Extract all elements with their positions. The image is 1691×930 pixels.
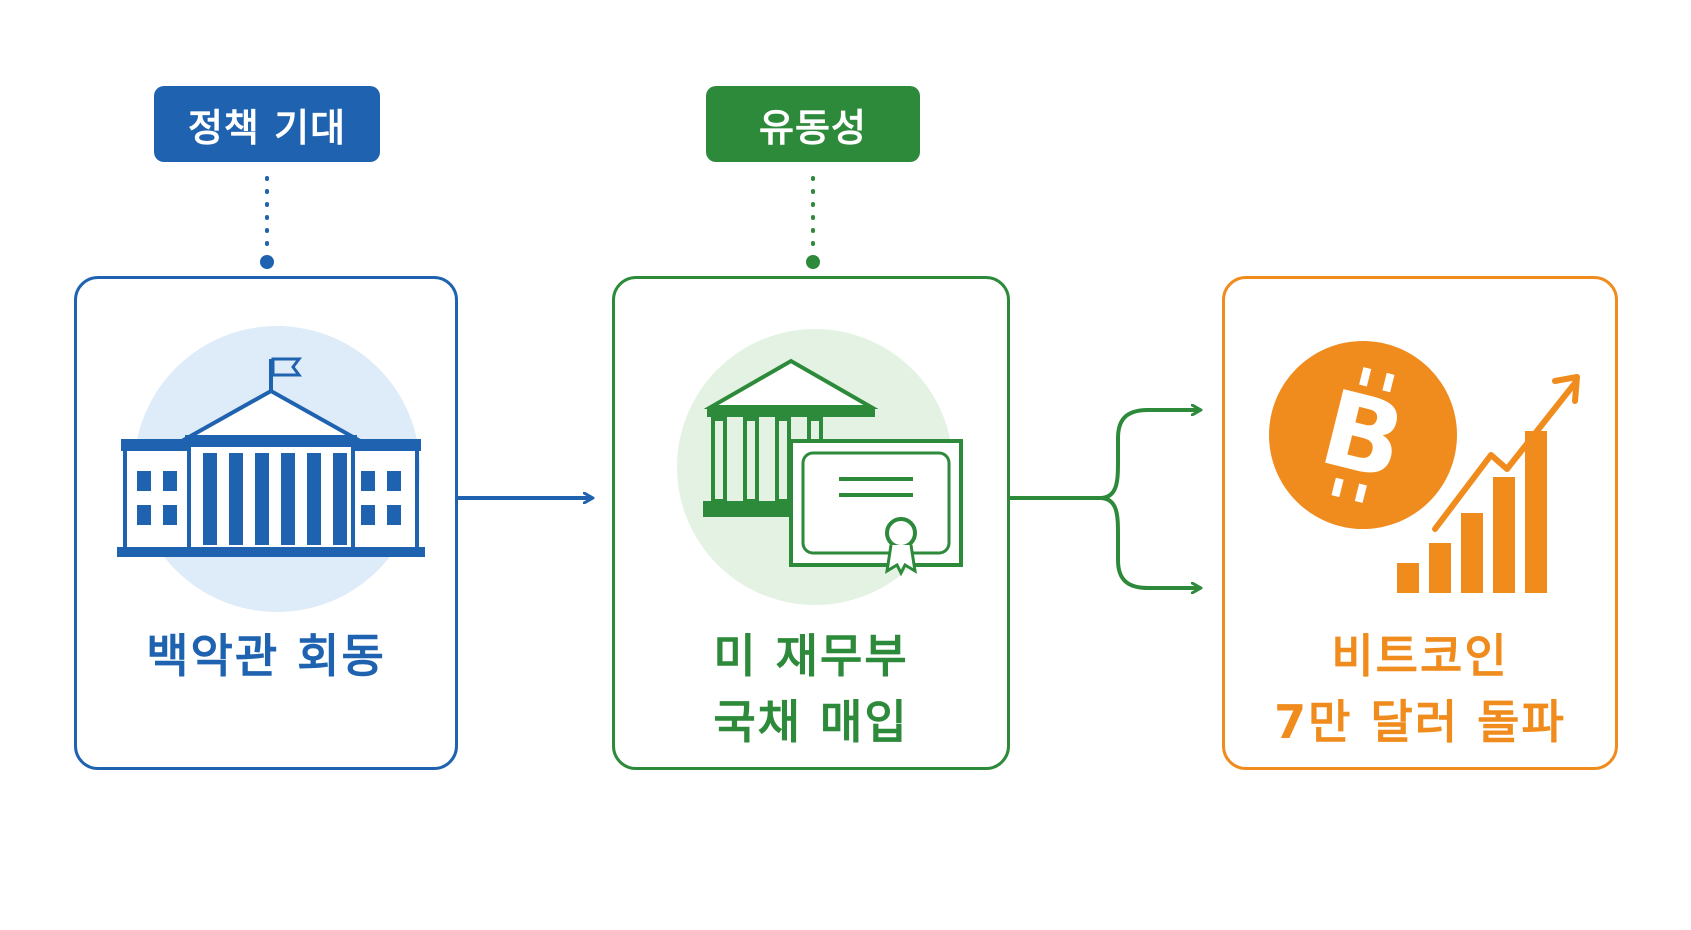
bar-chart-up-icon: [1397, 374, 1580, 593]
white-house-icon: [117, 326, 425, 612]
arrow-treasury-to-bitcoin-fork-lower: [1099, 496, 1200, 588]
arrow-treasury-to-bitcoin-fork: [1010, 410, 1200, 500]
bitcoin-art: B: [1269, 341, 1580, 593]
treasury-card: 미 재무부 국채 매입: [612, 276, 1010, 770]
bond-certificate-icon: [789, 439, 963, 577]
bitcoin-70k-label: 비트코인 7만 달러 돌파: [1274, 629, 1566, 749]
policy-expectation-tag: 정책 기대: [154, 86, 380, 162]
treasury-bond-purchase-label: 미 재무부 국채 매입: [713, 629, 909, 749]
bitcoin-card: B 비트코인 7만 달러 돌파: [1222, 276, 1618, 770]
white-house-meeting-label: 백악관 회동: [146, 629, 386, 683]
policy-dot: [260, 255, 274, 269]
treasury-building-icon: [677, 329, 963, 605]
liquidity-dot: [806, 255, 820, 269]
white-house-card: 백악관 회동: [74, 276, 458, 770]
liquidity-tag: 유동성: [706, 86, 920, 162]
bitcoin-icon: B: [1269, 341, 1457, 529]
